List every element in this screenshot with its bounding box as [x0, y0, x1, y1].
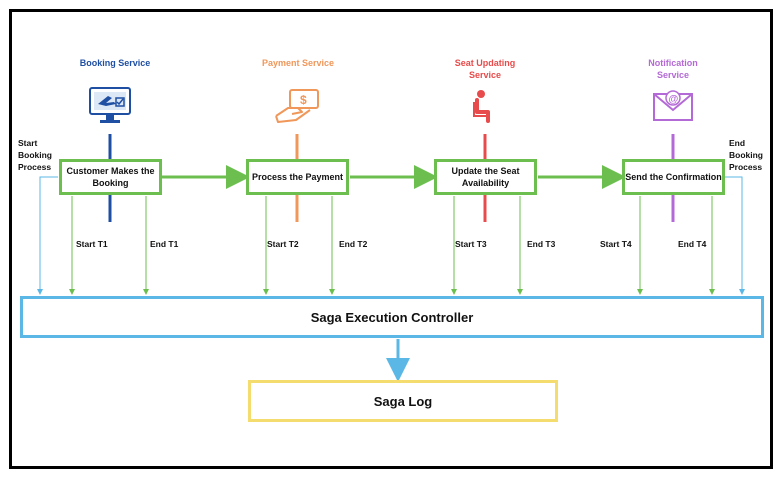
- start-t2-label: Start T2: [267, 239, 299, 249]
- svg-text:$: $: [300, 93, 307, 107]
- step-process-payment: Process the Payment: [246, 159, 349, 195]
- end-t1-label: End T1: [150, 239, 179, 249]
- start-booking-process-label: Start Booking Process: [18, 138, 52, 172]
- step-update-seat-availability: Update the Seat Availability: [434, 159, 537, 195]
- envelope-at-icon: @: [653, 90, 693, 121]
- end-t4-label: End T4: [678, 239, 707, 249]
- seat-service-title: Seat Updating Service: [454, 58, 516, 80]
- end-t2-label: End T2: [339, 239, 368, 249]
- diagram-frame: [9, 9, 773, 469]
- saga-log: Saga Log: [248, 380, 558, 422]
- start-t3-label: Start T3: [455, 239, 487, 249]
- booking-service-title: Booking Service: [79, 58, 151, 68]
- start-t4-label: Start T4: [600, 239, 632, 249]
- end-t3-label: End T3: [527, 239, 556, 249]
- start-t1-label: Start T1: [76, 239, 108, 249]
- step-customer-makes-booking: Customer Makes the Booking: [59, 159, 162, 195]
- saga-execution-controller: Saga Execution Controller: [20, 296, 764, 338]
- notification-service-title: Notification Service: [648, 58, 698, 80]
- computer-airplane-icon: [89, 87, 131, 123]
- hand-card-payment-icon: $: [275, 89, 319, 123]
- svg-text:@: @: [669, 94, 679, 105]
- step-send-confirmation: Send the Confirmation: [622, 159, 725, 195]
- end-booking-process-label: End Booking Process: [729, 138, 763, 172]
- payment-service-title: Payment Service: [261, 58, 335, 68]
- seat-icon: [473, 90, 490, 123]
